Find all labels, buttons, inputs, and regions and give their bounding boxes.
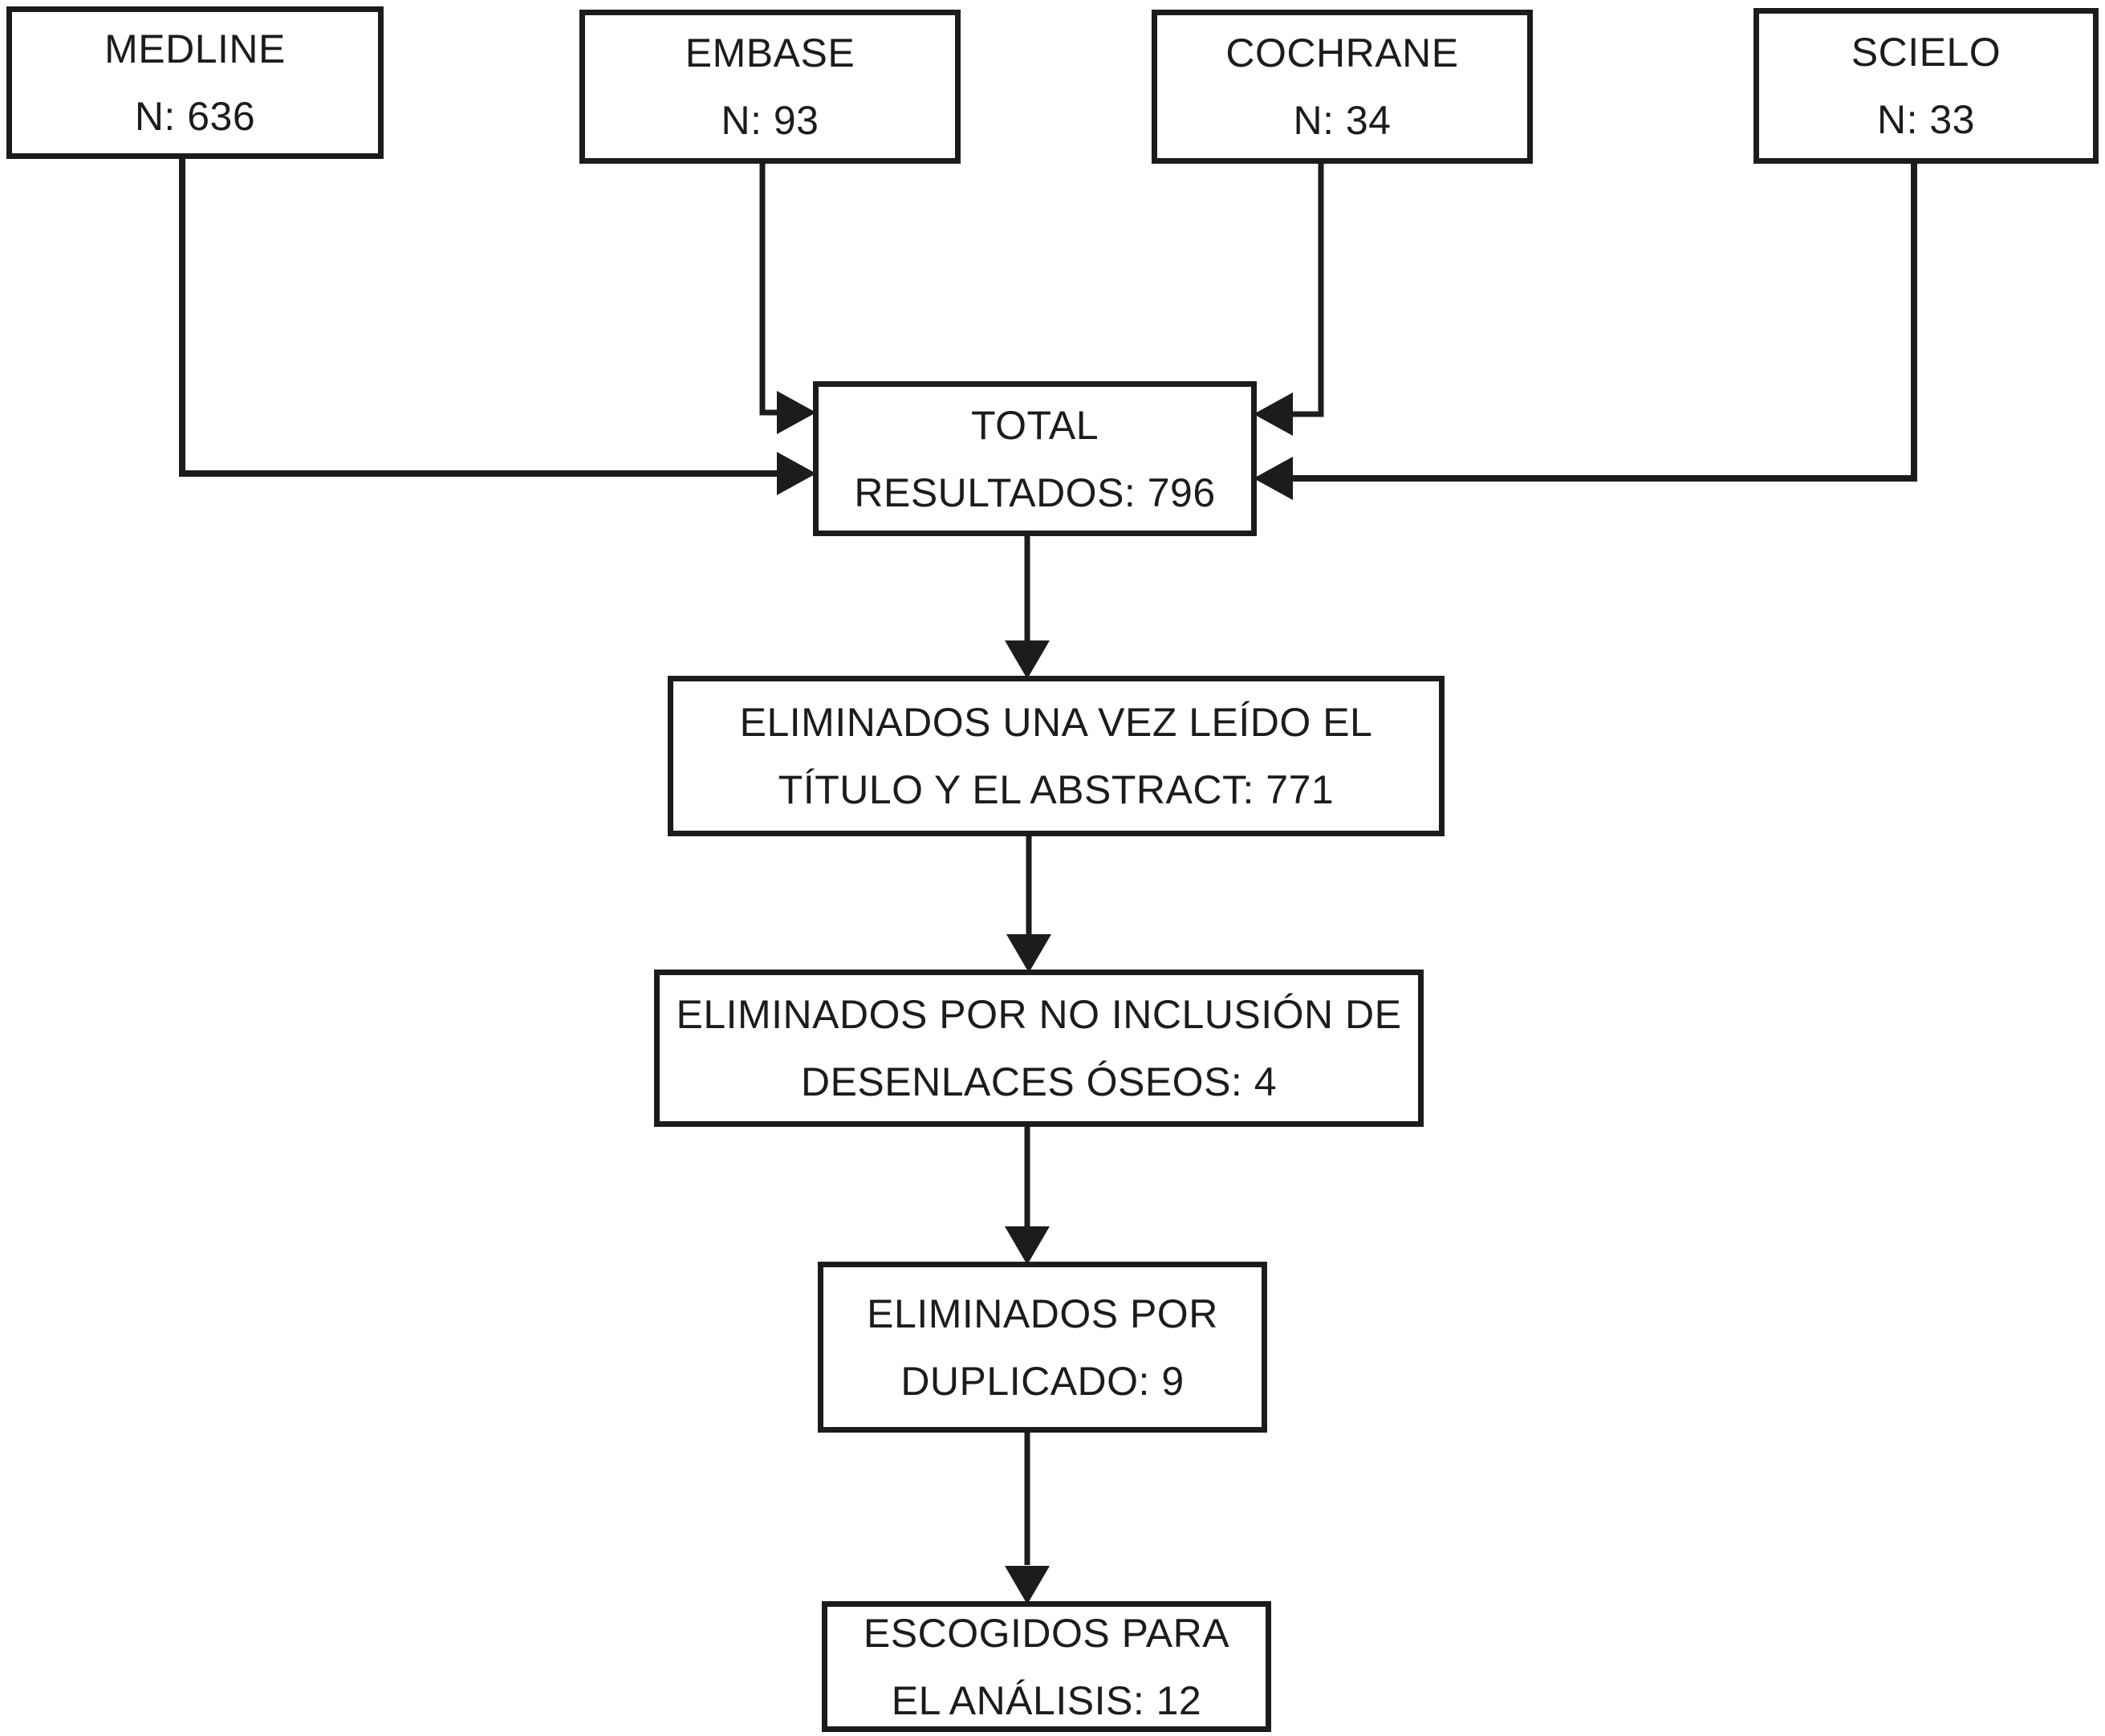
node-scielo: SCIELO N: 33	[1753, 8, 2099, 164]
embase-arrowhead-icon	[777, 391, 816, 434]
edge-scielo-to-total	[1254, 161, 1917, 500]
scielo-name-label: SCIELO	[1851, 30, 2001, 75]
edge-duplicates-to-selected	[1005, 1429, 1050, 1604]
cochrane-connector-line	[1292, 161, 1324, 417]
medline-name-label: MEDLINE	[104, 26, 286, 71]
node-excluded-duplicates: ELIMINADOS POR DUPLICADO: 9	[818, 1262, 1267, 1433]
edge-cochrane-to-total	[1254, 161, 1324, 436]
bone-arrowhead-icon	[1005, 1226, 1050, 1265]
scielo-arrowhead-icon	[1254, 457, 1293, 500]
title-abstract-arrowhead-icon	[1006, 934, 1051, 973]
duplicates-arrowhead-icon	[1005, 1566, 1050, 1604]
cochrane-count-label: N: 34	[1293, 98, 1392, 143]
edge-bone-to-duplicates	[1005, 1124, 1050, 1265]
total-results-label-line2: RESULTADOS: 796	[854, 470, 1216, 515]
medline-arrowhead-icon	[777, 452, 816, 495]
medline-connector-line	[179, 156, 778, 477]
edge-medline-to-total	[179, 156, 816, 495]
cochrane-arrowhead-icon	[1254, 392, 1293, 436]
excluded-title-abstract-label-line2: TÍTULO Y EL ABSTRACT: 771	[778, 767, 1335, 812]
cochrane-name-label: COCHRANE	[1225, 30, 1459, 75]
excluded-title-abstract-label-line1: ELIMINADOS UNA VEZ LEÍDO EL	[739, 700, 1373, 745]
scielo-count-label: N: 33	[1876, 97, 1975, 142]
edge-total-to-title-abstract	[1005, 533, 1050, 679]
scielo-connector-line	[1292, 161, 1917, 482]
excluded-duplicates-label-line1: ELIMINADOS POR	[867, 1291, 1218, 1336]
medline-count-label: N: 636	[134, 94, 256, 139]
total-results-label-line1: TOTAL	[970, 402, 1099, 448]
node-cochrane: COCHRANE N: 34	[1152, 10, 1533, 164]
node-excluded-bone-outcomes: ELIMINADOS POR NO INCLUSIÓN DE DESENLACE…	[654, 970, 1424, 1127]
node-embase: EMBASE N: 93	[579, 10, 961, 164]
node-total-results: TOTAL RESULTADOS: 796	[813, 381, 1257, 536]
selected-for-analysis-label-line2: EL ANÁLISIS: 12	[891, 1677, 1202, 1723]
embase-connector-line	[759, 161, 778, 416]
embase-count-label: N: 93	[721, 98, 819, 143]
total-arrowhead-icon	[1005, 640, 1050, 679]
node-medline: MEDLINE N: 636	[6, 6, 384, 159]
excluded-bone-outcomes-label-line2: DESENLACES ÓSEOS: 4	[800, 1059, 1278, 1104]
node-selected-for-analysis: ESCOGIDOS PARA EL ANÁLISIS: 12	[822, 1601, 1271, 1732]
excluded-bone-outcomes-label-line1: ELIMINADOS POR NO INCLUSIÓN DE	[676, 992, 1402, 1037]
selected-for-analysis-label-line1: ESCOGIDOS PARA	[863, 1610, 1230, 1656]
edge-embase-to-total	[759, 161, 816, 434]
edge-title-abstract-to-bone	[1006, 833, 1051, 973]
embase-name-label: EMBASE	[685, 30, 855, 75]
node-excluded-title-abstract: ELIMINADOS UNA VEZ LEÍDO EL TÍTULO Y EL …	[668, 676, 1445, 836]
excluded-duplicates-label-line2: DUPLICADO: 9	[900, 1358, 1185, 1404]
